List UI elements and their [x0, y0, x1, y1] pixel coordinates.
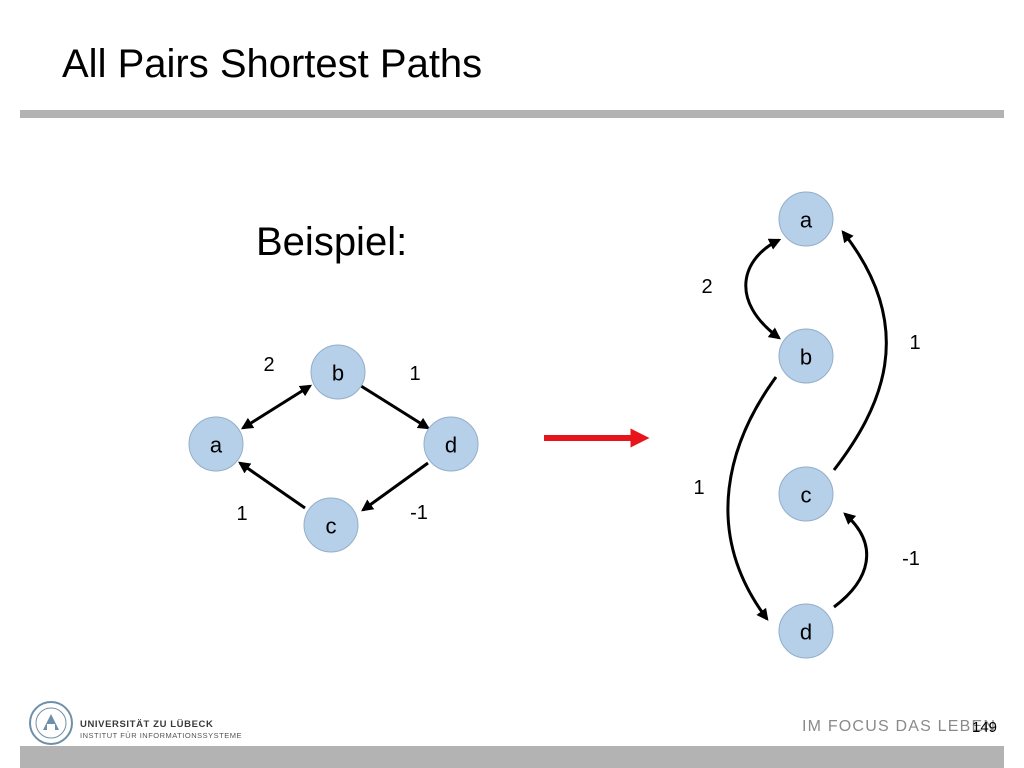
right-edge-b-d: [726, 376, 778, 621]
right-weight-c-a: 1: [909, 332, 920, 354]
title-rule: [20, 110, 1004, 118]
right-node-c: [778, 466, 834, 522]
right-node-b-label: b: [800, 345, 812, 370]
left-weight-b-d: 1: [409, 363, 420, 385]
left-edge-c-a: [238, 461, 306, 510]
right-node-c-label: c: [801, 483, 812, 508]
right-weight-a-b: 2: [701, 276, 712, 298]
left-edge-b-d: [360, 384, 431, 430]
university-name: UNIVERSITÄT ZU LÜBECK: [80, 719, 214, 730]
page-number: 149: [972, 719, 998, 736]
institute-name: INSTITUT FÜR INFORMATIONSSYSTEME: [80, 731, 242, 740]
footer-motto: IM FOCUS DAS LEBEN: [802, 718, 997, 735]
footer-rule: [20, 746, 1004, 768]
right-weight-d-c: -1: [902, 548, 920, 570]
left-node-a: [188, 416, 244, 472]
right-node-d: [778, 603, 834, 659]
left-weight-a-b: 2: [263, 354, 274, 376]
left-node-d-label: d: [445, 433, 457, 458]
left-edge-a-b: [240, 384, 313, 430]
left-node-a-label: a: [210, 433, 223, 458]
example-heading: Beispiel:: [256, 220, 408, 264]
left-node-c: [303, 497, 359, 553]
university-seal-logo: [29, 701, 73, 745]
left-node-d: [423, 416, 479, 472]
left-node-b-label: b: [332, 361, 344, 386]
left-weight-c-a: 1: [236, 503, 247, 525]
left-node-b: [310, 344, 366, 400]
right-node-d-label: d: [800, 620, 812, 645]
right-edge-d-c: [833, 512, 869, 609]
right-node-a-label: a: [800, 208, 813, 233]
left-edge-d-c: [361, 461, 429, 512]
left-weight-d-c: -1: [410, 502, 428, 524]
right-weight-b-d: 1: [693, 477, 704, 499]
right-edge-c-a: [832, 230, 888, 471]
right-node-a: [778, 191, 834, 247]
slide-title: All Pairs Shortest Paths: [62, 42, 483, 86]
right-node-b: [778, 328, 834, 384]
right-edge-a-b: [744, 238, 782, 340]
left-node-c-label: c: [326, 514, 337, 539]
